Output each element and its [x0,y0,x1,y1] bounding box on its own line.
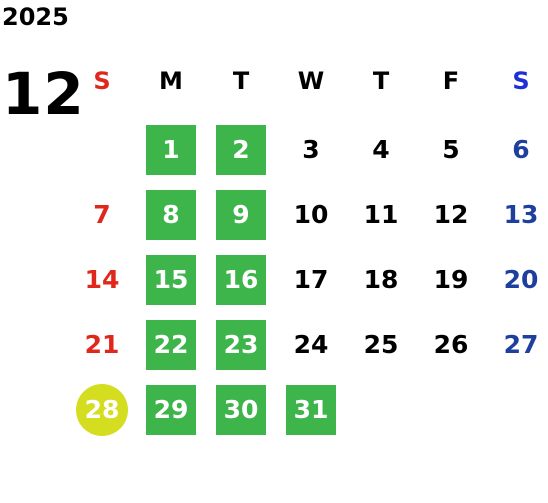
day-cell-28[interactable]: 28 [76,384,128,436]
day-cell-4[interactable]: 4 [372,135,390,164]
day-cell-3[interactable]: 3 [302,135,320,164]
weekday-monday: M [159,67,183,95]
year-label: 2025 [2,3,69,31]
day-cell-11[interactable]: 11 [363,200,399,229]
day-cell-12[interactable]: 12 [433,200,469,229]
day-cell-5[interactable]: 5 [442,135,460,164]
day-cell-1[interactable]: 1 [146,125,196,175]
day-cell-9[interactable]: 9 [216,190,266,240]
day-cell-21[interactable]: 21 [84,330,120,359]
day-cell-15[interactable]: 15 [146,255,196,305]
day-cell-22[interactable]: 22 [146,320,196,370]
day-cell-18[interactable]: 18 [363,265,399,294]
day-cell-29[interactable]: 29 [146,385,196,435]
weekday-tuesday: T [232,67,250,95]
day-cell-19[interactable]: 19 [433,265,469,294]
day-cell-13[interactable]: 13 [503,200,539,229]
weekday-thursday: T [372,67,390,95]
day-cell-2[interactable]: 2 [216,125,266,175]
weekday-wednesday: W [297,67,325,95]
weekday-sunday: S [93,67,111,95]
day-cell-16[interactable]: 16 [216,255,266,305]
weekday-friday: F [442,67,460,95]
day-cell-10[interactable]: 10 [293,200,329,229]
day-cell-17[interactable]: 17 [293,265,329,294]
day-cell-30[interactable]: 30 [216,385,266,435]
day-cell-25[interactable]: 25 [363,330,399,359]
day-cell-20[interactable]: 20 [503,265,539,294]
day-cell-31[interactable]: 31 [286,385,336,435]
day-cell-24[interactable]: 24 [293,330,329,359]
day-cell-14[interactable]: 14 [84,265,120,294]
weekday-saturday: S [512,67,530,95]
day-cell-27[interactable]: 27 [503,330,539,359]
month-label: 12 [2,60,85,128]
day-cell-8[interactable]: 8 [146,190,196,240]
day-cell-23[interactable]: 23 [216,320,266,370]
day-cell-6[interactable]: 6 [512,135,530,164]
day-cell-26[interactable]: 26 [433,330,469,359]
day-cell-7[interactable]: 7 [93,200,111,229]
